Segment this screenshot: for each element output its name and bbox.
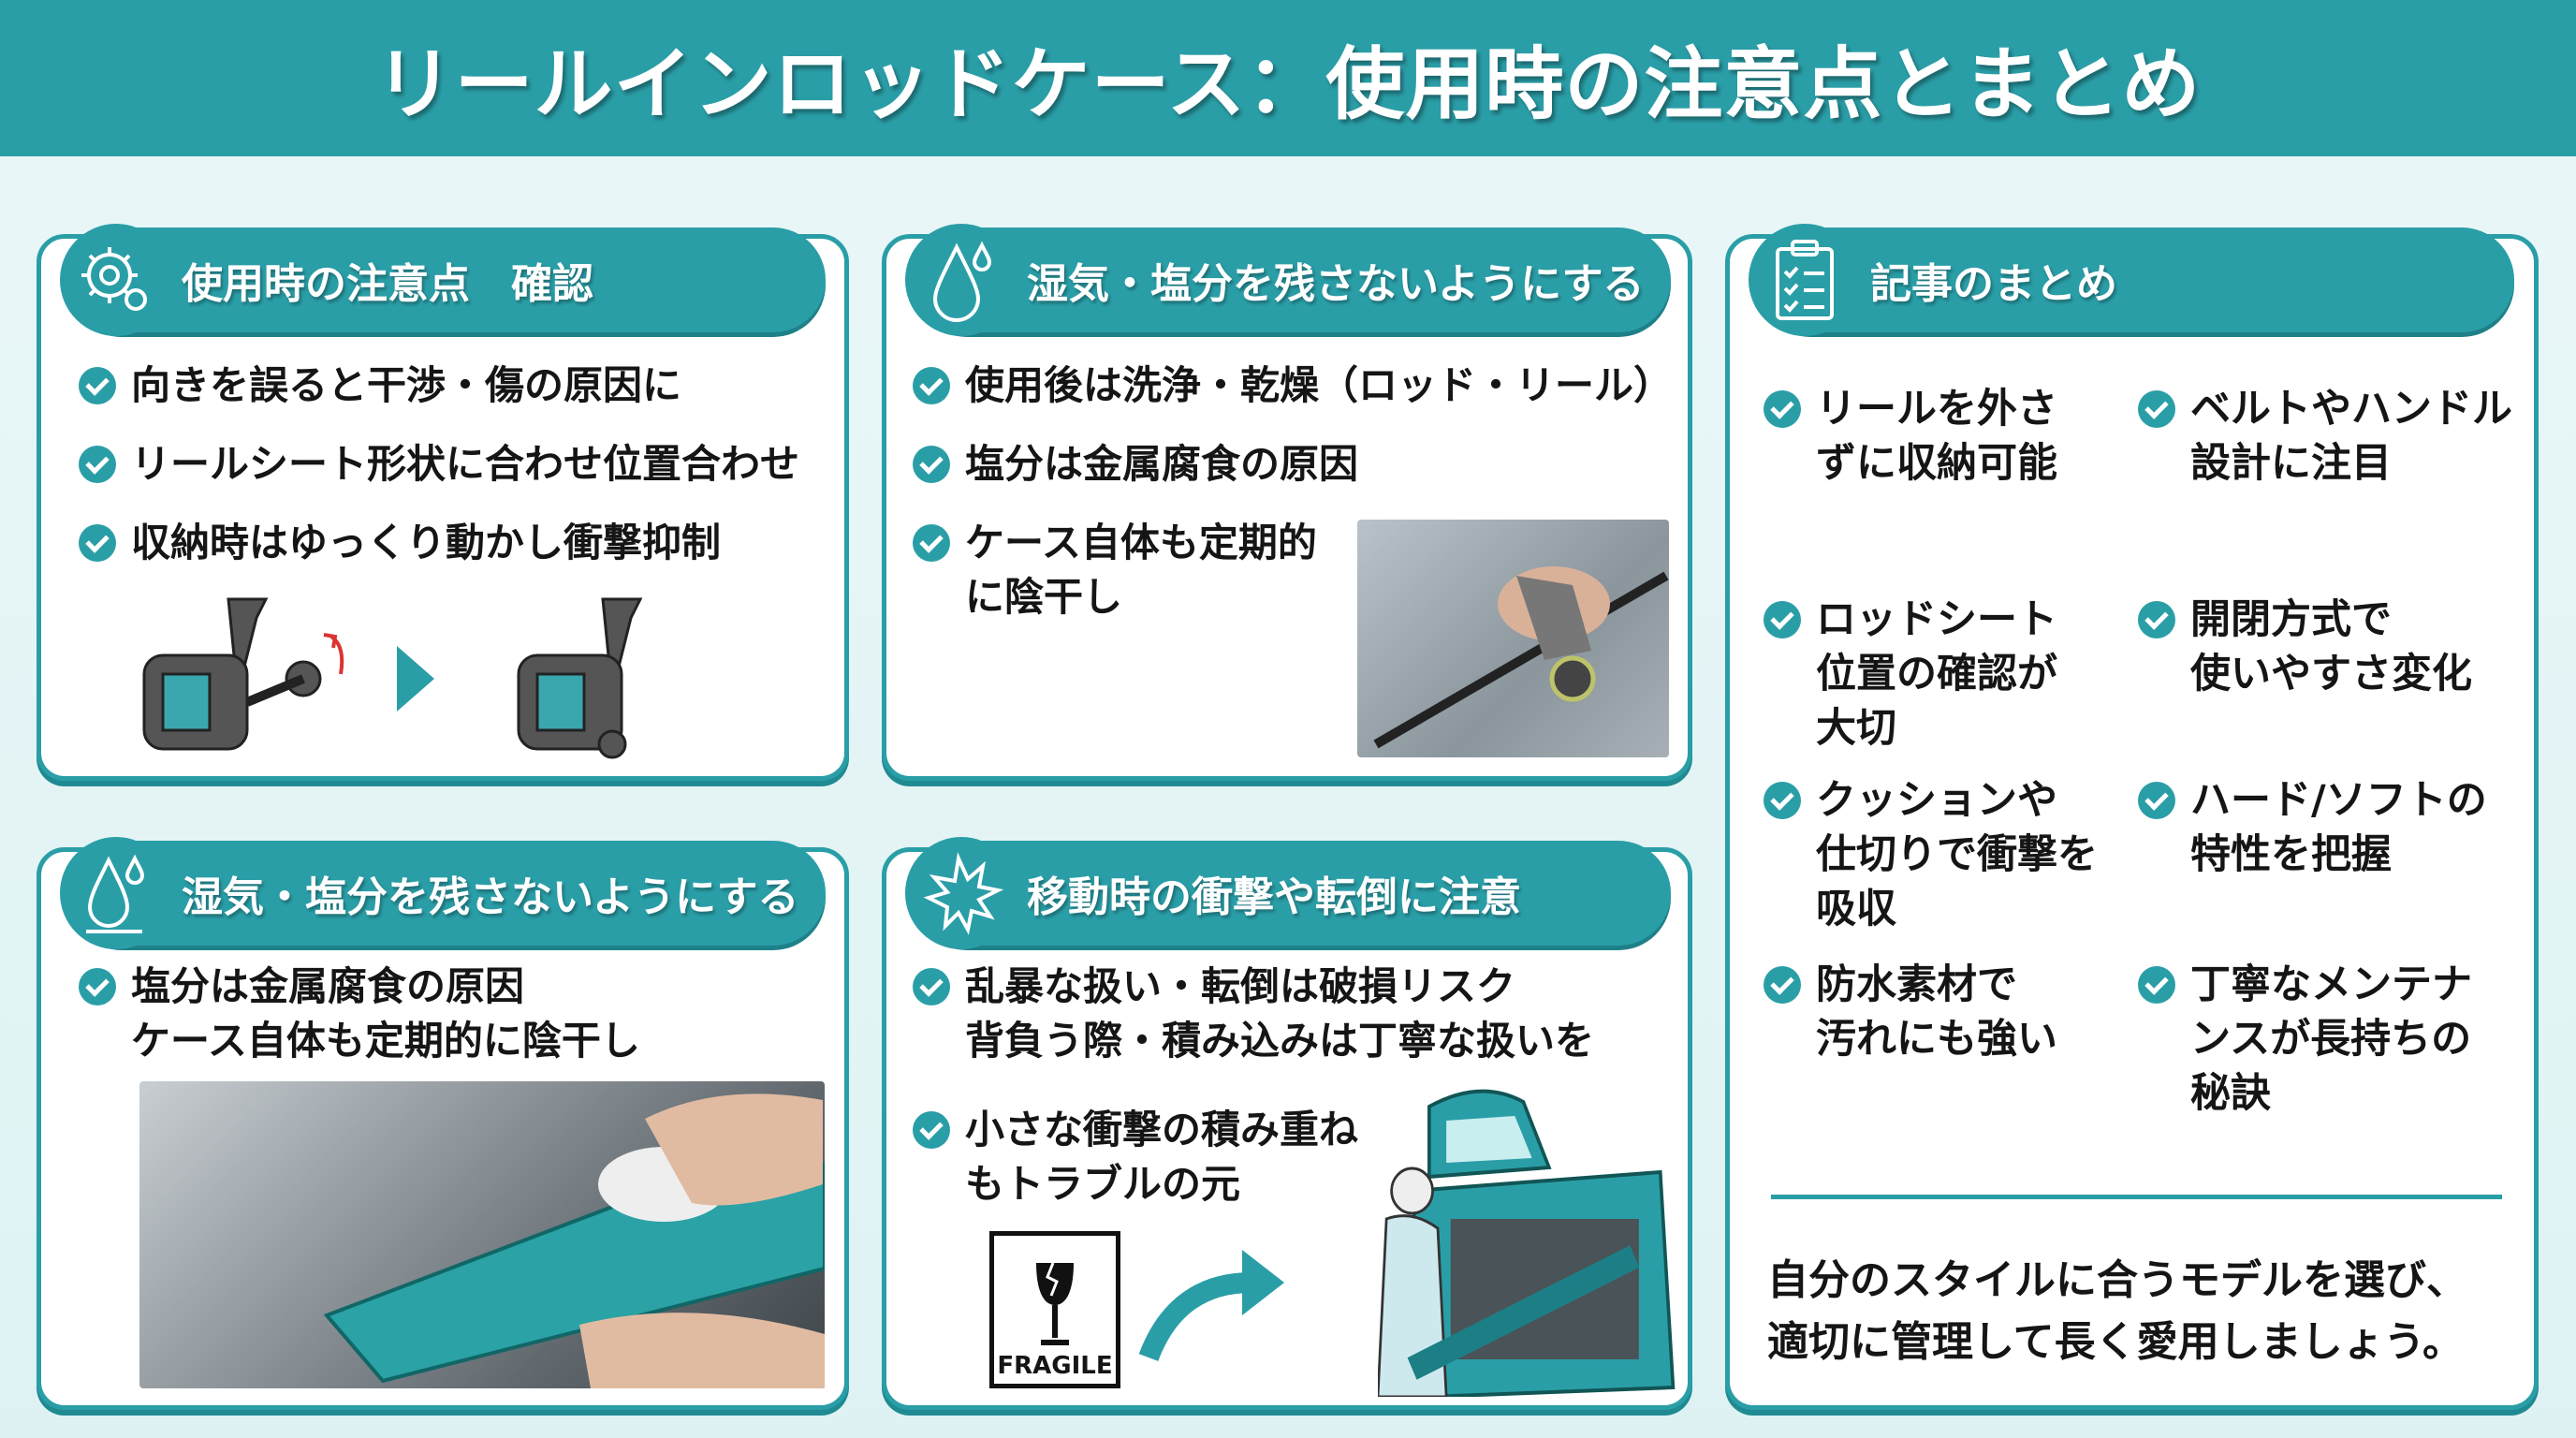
check-icon <box>913 367 950 404</box>
bullet-item: 塩分は金属腐食の原因 <box>913 437 1358 492</box>
panel-header: 湿気・塩分を残さないようにする <box>905 224 1671 336</box>
case-wiping-photo <box>139 1081 827 1388</box>
check-icon <box>2138 601 2175 638</box>
check-icon <box>913 1111 950 1149</box>
panel-header: 移動時の衝撃や転倒に注意 <box>905 837 1671 949</box>
panel-moisture-salt-bottom: 湿気・塩分を残さないようにする 塩分は金属腐食の原因 ケース自体も定期的に陰干し <box>37 837 849 1410</box>
panel-summary: 記事のまとめ リールを外さ ずに収納可能 ベルトやハンドル 設計に注目 ロッドシ… <box>1725 224 2539 1410</box>
fragile-label: FRAGILE <box>989 1231 1120 1388</box>
check-icon <box>79 367 116 404</box>
gear-icon <box>60 224 172 336</box>
summary-item: 防水素材で 汚れにも強い <box>1764 958 2057 1066</box>
bullet-item: 小さな衝撃の積み重ね もトラブルの元 <box>913 1103 1358 1211</box>
rod-cleaning-photo <box>1357 520 1669 757</box>
panel-impact: 移動時の衝撃や転倒に注意 乱暴な扱い・転倒は破損リスク 背負う際・積み込みは丁寧… <box>882 837 1692 1410</box>
panel-moisture-salt: 湿気・塩分を残さないようにする 使用後は洗浄・乾燥（ロッド・リール） 塩分は金属… <box>882 224 1692 781</box>
check-icon <box>1764 390 1801 428</box>
curved-arrow-icon <box>1139 1250 1284 1362</box>
check-icon <box>2138 966 2175 1004</box>
check-icon <box>913 968 950 1005</box>
header-banner: リールインロッドケース：使用時の注意点とまとめ <box>0 0 2576 156</box>
car-loading-illustration <box>1378 1089 1676 1397</box>
broken-glass-icon <box>1036 1262 1074 1345</box>
bullet-item: リールシート形状に合わせ位置合わせ <box>79 437 799 492</box>
check-icon <box>913 446 950 483</box>
summary-item: リールを外さ ずに収納可能 <box>1764 382 2057 491</box>
closing-message: 自分のスタイルに合うモデルを選び、 適切に管理して長く愛用しましょう。 <box>1767 1256 2467 1366</box>
check-icon <box>79 446 116 483</box>
bullet-item: 収納時はゆっくり動かし衝撃抑制 <box>79 516 721 570</box>
summary-item: ベルトやハンドル 設計に注目 <box>2138 382 2512 491</box>
summary-item: ロッドシート 位置の確認が 大切 <box>1764 593 2057 756</box>
panel-header: 湿気・塩分を残さないようにする <box>60 837 826 949</box>
check-icon <box>1764 782 1801 819</box>
summary-item: クッションや 仕切りで衝撃を 吸収 <box>1764 773 2098 936</box>
summary-item: 丁寧なメンテナ ンスが長持ちの 秘訣 <box>2138 958 2472 1121</box>
panel-usage-cautions: 使用時の注意点 確認 向きを誤ると干渉・傷の原因に リールシート形状に合わせ位置… <box>37 224 849 781</box>
divider <box>1771 1195 2502 1199</box>
check-icon <box>1764 966 1801 1004</box>
check-icon <box>79 524 116 562</box>
check-icon <box>2138 782 2175 819</box>
check-icon <box>2138 390 2175 428</box>
bullet-item: ケース自体も定期的 に陰干し <box>913 516 1317 624</box>
water-drop-icon <box>60 837 172 949</box>
impact-burst-icon <box>905 837 1017 949</box>
panel-header: 使用時の注意点 確認 <box>60 224 826 336</box>
check-icon <box>79 968 116 1005</box>
page-title: リールインロッドケース：使用時の注意点とまとめ <box>374 38 2202 130</box>
bullet-item: 使用後は洗浄・乾燥（ロッド・リール） <box>913 359 1673 413</box>
panel-header: 記事のまとめ <box>1749 224 2514 336</box>
arrow-right-icon <box>397 646 434 712</box>
clipboard-checklist-icon <box>1749 224 1861 336</box>
bullet-item: 向きを誤ると干渉・傷の原因に <box>79 359 681 413</box>
check-icon <box>1764 601 1801 638</box>
check-icon <box>913 524 950 562</box>
bullet-item: 乱暴な扱い・転倒は破損リスク 背負う際・積み込みは丁寧な扱いを <box>913 960 1594 1068</box>
bullet-item: 塩分は金属腐食の原因 ケース自体も定期的に陰干し <box>79 960 640 1068</box>
reel-illustration <box>142 597 643 759</box>
summary-item: ハード/ソフトの 特性を把握 <box>2138 773 2487 882</box>
summary-item: 開閉方式で 使いやすさ変化 <box>2138 593 2472 701</box>
water-drop-icon <box>905 224 1017 336</box>
